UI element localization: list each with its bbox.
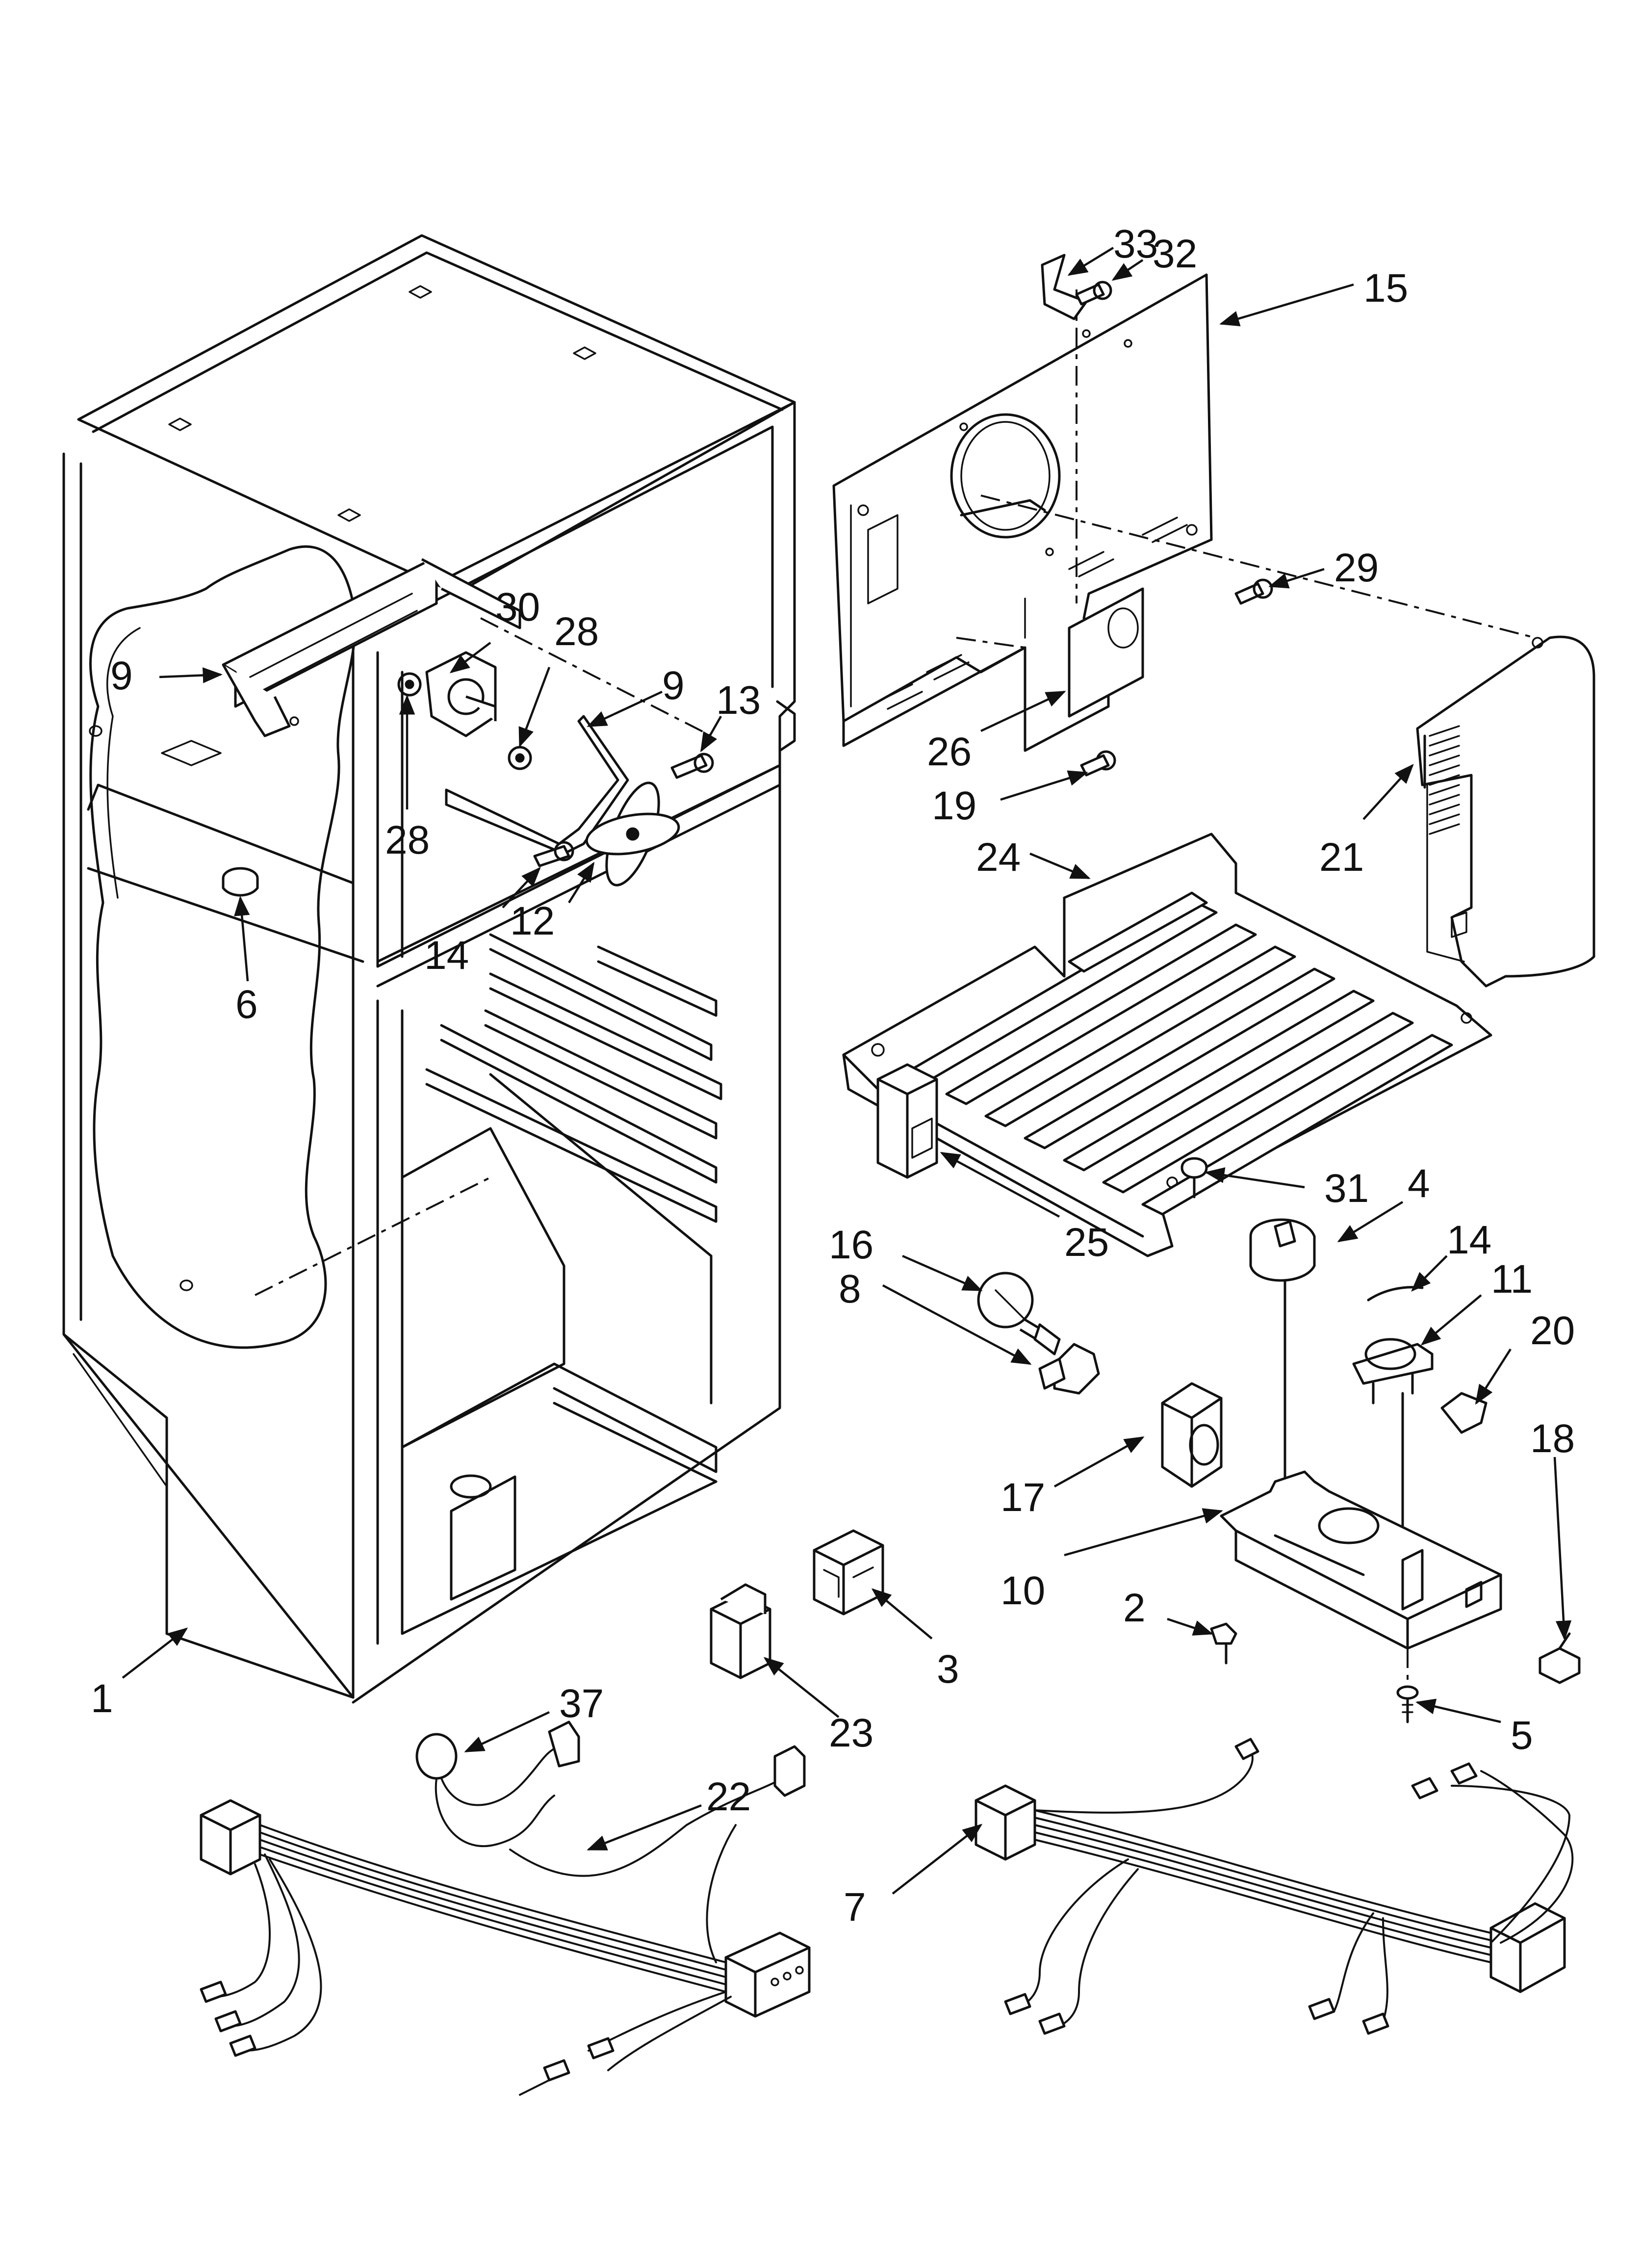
callout-1: 1 bbox=[91, 1676, 113, 1721]
callout-9: 9 bbox=[662, 663, 685, 708]
callout-28-top: 28 bbox=[554, 609, 599, 654]
callout-24: 23 bbox=[829, 1711, 873, 1755]
callout-6: 6 bbox=[235, 982, 258, 1027]
evaporator-cover-assembly bbox=[832, 254, 1536, 777]
shelf-cover-part bbox=[842, 833, 1492, 1257]
callout-22: 20 bbox=[1530, 1308, 1575, 1353]
callout-4: 4 bbox=[1408, 1161, 1430, 1206]
callout-8: 8 bbox=[839, 1267, 861, 1311]
callout-28-bottom: 28 bbox=[385, 818, 430, 862]
wire-harness-7 bbox=[975, 1738, 1574, 2035]
callout-14-top: 13 bbox=[716, 678, 761, 723]
callout-25: 24 bbox=[976, 835, 1021, 880]
screw-icon bbox=[1075, 281, 1112, 306]
callout-33: 33 bbox=[1113, 222, 1158, 266]
leader-lines bbox=[122, 247, 1572, 1895]
screw-icon bbox=[1396, 1685, 1419, 1723]
screw-icon bbox=[533, 841, 574, 867]
callout-11: 12 bbox=[510, 899, 555, 943]
callout-18: 17 bbox=[1001, 1475, 1045, 1520]
relay-part bbox=[710, 1583, 771, 1679]
callout-30: 30 bbox=[495, 585, 540, 629]
callout-3: 3 bbox=[937, 1647, 959, 1692]
light-housing-assembly bbox=[977, 1218, 1581, 1723]
callout-37: 37 bbox=[559, 1681, 604, 1726]
callout-14-bottom: 14 bbox=[424, 933, 469, 978]
callout-16: 15 bbox=[1363, 266, 1408, 311]
rivet-part bbox=[1180, 1157, 1208, 1199]
wire-harness-21 bbox=[200, 1721, 811, 2096]
callout-20: 19 bbox=[932, 783, 976, 828]
bracket-part bbox=[876, 1063, 938, 1179]
callout-23: 21 bbox=[1319, 835, 1364, 880]
screw-icon bbox=[1234, 578, 1273, 605]
callout-7: 7 bbox=[844, 1885, 866, 1929]
callout-19: 18 bbox=[1530, 1416, 1575, 1461]
callout-32: 32 bbox=[1153, 232, 1197, 276]
connector-part bbox=[813, 1529, 884, 1616]
callout-29: 29 bbox=[1334, 546, 1379, 590]
callout-17: 16 bbox=[829, 1223, 873, 1267]
callout-12: 10 bbox=[1001, 1568, 1045, 1613]
screw-icon bbox=[1210, 1622, 1237, 1665]
callout-13: 11 bbox=[1491, 1257, 1533, 1302]
callout-15: 14 bbox=[1447, 1218, 1491, 1262]
air-grille-part bbox=[1416, 635, 1595, 988]
callout-21: 22 bbox=[706, 1774, 751, 1819]
callout-2: 2 bbox=[1123, 1586, 1146, 1630]
callout-labels: 33 32 15 29 26 19 24 21 31 25 4 14 11 20… bbox=[91, 222, 1575, 1929]
screw-icon bbox=[1080, 750, 1116, 777]
screw-icon bbox=[670, 753, 714, 779]
callout-5: 5 bbox=[1511, 1713, 1533, 1758]
callout-10: 9 bbox=[110, 653, 133, 698]
callout-31: 31 bbox=[1324, 1166, 1369, 1211]
evaporator-fan-assembly bbox=[222, 558, 714, 897]
callout-26: 25 bbox=[1064, 1220, 1109, 1265]
callout-27: 26 bbox=[927, 730, 972, 774]
